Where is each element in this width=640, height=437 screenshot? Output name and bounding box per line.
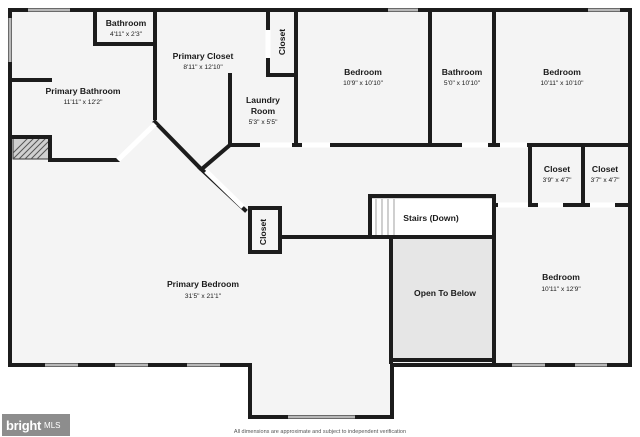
closet-b-name: Closet [592,164,618,174]
bedroom-3-dim: 10'11" x 12'9" [541,286,581,293]
bathroom-2-name: Bathroom [442,67,483,77]
brand-word: bright [6,417,42,433]
laundry-dim: 5'3" x 5'5" [249,119,278,126]
windows [8,8,620,419]
bedroom-2-dim: 10'11" x 10'10" [540,80,584,87]
brand-logo: bright MLS [2,414,70,436]
bedroom-1-name: Bedroom [344,67,382,77]
floor-fill [10,10,630,417]
open-to-below-name: Open To Below [414,288,476,298]
bedroom-3-name: Bedroom [542,272,580,282]
stairs-graphic [369,197,494,237]
laundry-name-1: Laundry [246,95,280,105]
primary-closet-name: Primary Closet [173,51,234,61]
laundry-name-2: Room [251,106,276,116]
open-to-below-area [391,237,493,359]
primary-bathroom-dim: 11'11" x 12'2" [64,99,104,106]
primary-bathroom-name: Primary Bathroom [46,86,121,96]
disclaimer-text: All dimensions are approximate and subje… [233,429,407,435]
chase-hatch [12,136,50,160]
closet-hall-name: Closet [258,219,268,245]
closet-b-dim: 3'7" x 4'7" [591,177,620,184]
closet-vertical-name: Closet [277,29,287,55]
bathroom-2-dim: 5'0" x 10'10" [444,80,481,87]
bathroom-small-name: Bathroom [106,18,147,28]
closet-a-dim: 3'9" x 4'7" [543,177,572,184]
bedroom-2-name: Bedroom [543,67,581,77]
primary-bedroom-dim: 31'5" x 21'1" [185,293,222,300]
closet-a-name: Closet [544,164,570,174]
stairs-name: Stairs (Down) [403,213,459,223]
bathroom-small-dim: 4'11" x 2'3" [110,31,143,38]
room-labels: Bathroom 4'11" x 2'3" Primary Bathroom 1… [46,18,621,300]
brand-suffix: MLS [44,420,61,430]
primary-bedroom-name: Primary Bedroom [167,279,239,289]
door-openings [116,30,615,209]
bedroom-1-dim: 10'9" x 10'10" [343,80,383,87]
primary-closet-dim: 8'11" x 12'10" [183,64,223,71]
